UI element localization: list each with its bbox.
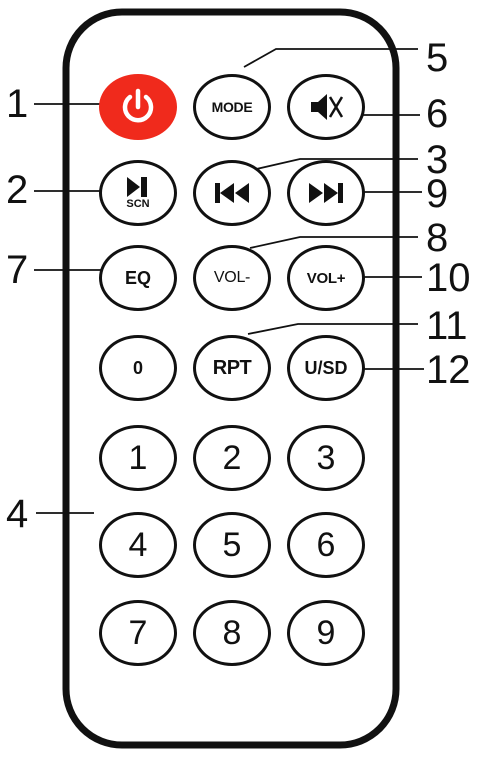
- digit-6-button[interactable]: 6: [287, 512, 365, 578]
- callout-9: 9: [426, 172, 449, 216]
- leader-line-5: [243, 48, 418, 68]
- previous-track-icon: [215, 183, 249, 203]
- digit-label: 7: [128, 614, 148, 652]
- volume-up-button[interactable]: VOL+: [287, 245, 365, 311]
- digit-label: 4: [128, 526, 148, 564]
- digit-label: 2: [222, 439, 242, 477]
- mode-button[interactable]: MODE: [193, 74, 271, 140]
- callout-12: 12: [426, 348, 471, 392]
- scn-label: SCN: [126, 198, 150, 210]
- next-track-button[interactable]: [287, 160, 365, 226]
- remote-body: [62, 8, 400, 749]
- callout-1: 1: [6, 82, 29, 126]
- leader-line-3: [251, 158, 418, 171]
- vol-down-label: VOL-: [213, 269, 251, 286]
- callout-5: 5: [426, 36, 449, 80]
- digit-label: 9: [316, 614, 336, 652]
- power-button[interactable]: [99, 74, 177, 140]
- callout-2: 2: [6, 168, 29, 212]
- usd-label: U/SD: [304, 358, 348, 378]
- digit-label: 6: [316, 526, 336, 564]
- repeat-button[interactable]: RPT: [193, 335, 271, 401]
- digit-label: 3: [316, 439, 336, 477]
- leader-line-11: [247, 323, 418, 335]
- rpt-label: RPT: [212, 357, 252, 379]
- eq-button[interactable]: EQ: [99, 245, 177, 311]
- vol-up-label: VOL+: [306, 269, 346, 287]
- mode-label: MODE: [211, 99, 253, 115]
- previous-track-button[interactable]: [193, 160, 271, 226]
- digit-5-button[interactable]: 5: [193, 512, 271, 578]
- zero-button[interactable]: 0: [99, 335, 177, 401]
- digit-1-button[interactable]: 1: [99, 425, 177, 491]
- eq-label: EQ: [124, 268, 151, 288]
- callout-6: 6: [426, 92, 449, 136]
- power-icon: [122, 88, 154, 123]
- play-pause-icon: [127, 177, 147, 197]
- callout-3: 3: [426, 138, 449, 182]
- leader-line-8: [249, 236, 418, 249]
- mute-icon: [311, 94, 344, 120]
- digit-label: 8: [222, 614, 242, 652]
- callout-4: 4: [6, 492, 29, 536]
- usb-sd-button[interactable]: U/SD: [287, 335, 365, 401]
- callout-10: 10: [426, 256, 471, 300]
- callout-11: 11: [426, 304, 468, 348]
- digit-3-button[interactable]: 3: [287, 425, 365, 491]
- zero-label: 0: [132, 358, 143, 378]
- digit-label: 1: [128, 439, 148, 477]
- callout-7: 7: [6, 248, 29, 292]
- mute-button[interactable]: [287, 74, 365, 140]
- digit-9-button[interactable]: 9: [287, 600, 365, 666]
- callout-8: 8: [426, 216, 449, 260]
- digit-7-button[interactable]: 7: [99, 600, 177, 666]
- digit-2-button[interactable]: 2: [193, 425, 271, 491]
- play-pause-button[interactable]: SCN: [99, 160, 177, 226]
- digit-label: 5: [222, 526, 242, 564]
- digit-4-button[interactable]: 4: [99, 512, 177, 578]
- volume-down-button[interactable]: VOL-: [193, 245, 271, 311]
- digit-8-button[interactable]: 8: [193, 600, 271, 666]
- next-track-icon: [309, 183, 343, 203]
